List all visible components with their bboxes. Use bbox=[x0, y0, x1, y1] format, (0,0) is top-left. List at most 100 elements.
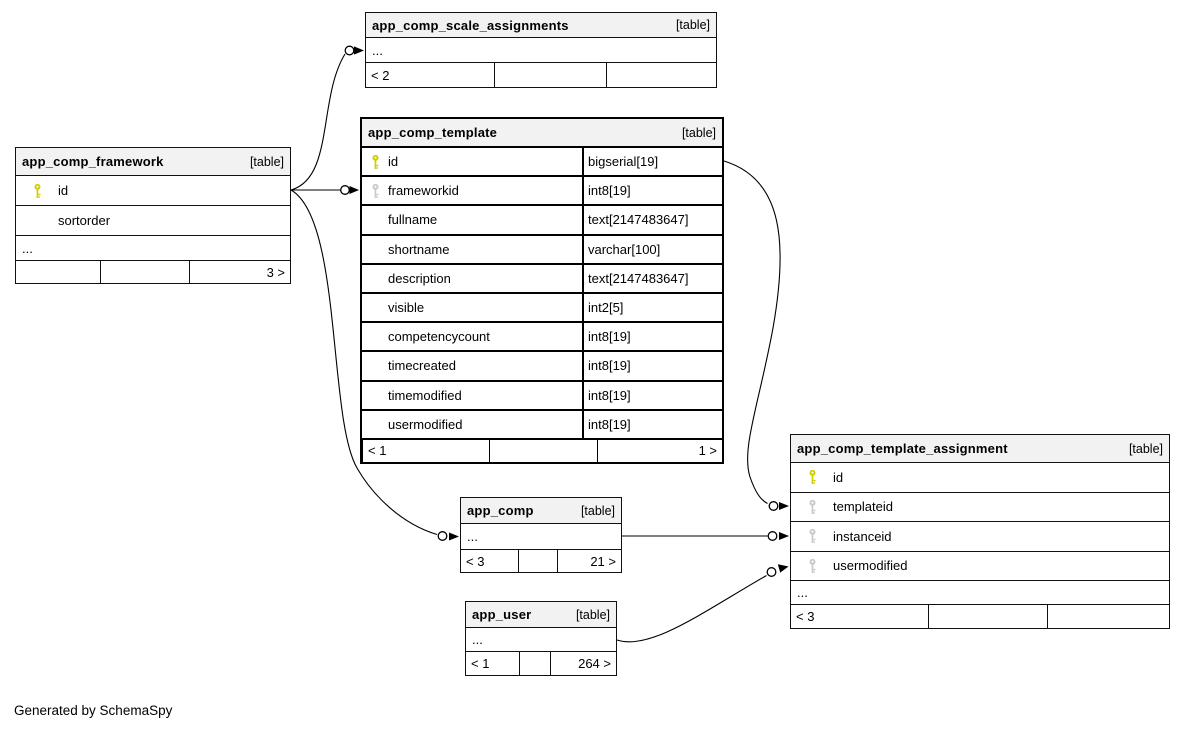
column-row-visible: visible int2[5] bbox=[362, 291, 722, 322]
table-header: app_comp [table] bbox=[461, 498, 621, 523]
foreign-key-icon bbox=[371, 183, 379, 198]
column-row-fullname: fullname text[2147483647] bbox=[362, 204, 722, 234]
column-row-id: id bbox=[16, 175, 290, 205]
footer-mid-cell bbox=[100, 261, 189, 283]
ellipsis-label: ... bbox=[467, 529, 478, 544]
edge-framework-to-template bbox=[291, 185, 359, 195]
footer-mid-cell bbox=[494, 63, 606, 87]
footer-mid-cell bbox=[519, 652, 550, 675]
table-app_comp_framework[interactable]: app_comp_framework [table] id sortorder … bbox=[15, 147, 291, 284]
column-name: id bbox=[833, 469, 844, 485]
column-type: varchar[100] bbox=[582, 235, 722, 263]
table-tag: [table] bbox=[675, 18, 710, 32]
table-footer: < 3 21 > bbox=[461, 549, 621, 572]
column-name: shortname bbox=[388, 241, 450, 257]
column-name: usermodified bbox=[833, 558, 908, 574]
column-row-usermodified: usermodified bbox=[791, 550, 1169, 581]
footer-mid-cell bbox=[928, 605, 1047, 628]
column-name: instanceid bbox=[833, 528, 892, 544]
column-row-id: id bigserial[19] bbox=[362, 146, 722, 176]
column-type: int8[19] bbox=[582, 323, 722, 351]
ellipsis-label: ... bbox=[472, 632, 483, 647]
table-footer: 3 > bbox=[16, 260, 290, 283]
column-type: int8[19] bbox=[582, 352, 722, 380]
table-title: app_comp_framework bbox=[22, 154, 164, 169]
table-header: app_comp_template_assignment [table] bbox=[791, 435, 1169, 462]
column-row-id: id bbox=[791, 462, 1169, 492]
column-name: competencycount bbox=[388, 329, 490, 345]
ellipsis-label: ... bbox=[797, 585, 808, 600]
column-type: int8[19] bbox=[582, 410, 722, 438]
column-type: int2[5] bbox=[582, 293, 722, 322]
foreign-key-icon bbox=[808, 529, 816, 544]
column-row-usermodified: usermodified int8[19] bbox=[362, 408, 722, 438]
table-footer: < 2 bbox=[366, 62, 716, 87]
table-tag: [table] bbox=[249, 154, 284, 169]
column-row-templateid: templateid bbox=[791, 491, 1169, 522]
footer-mid-cell bbox=[518, 550, 557, 572]
column-type: int8[19] bbox=[582, 381, 722, 409]
column-name: id bbox=[58, 183, 69, 198]
hidden-columns-row: ... bbox=[461, 523, 621, 549]
table-footer: < 3 bbox=[791, 604, 1169, 628]
table-app_comp_template[interactable]: app_comp_template [table] id bigserial[1… bbox=[360, 117, 724, 464]
column-name: frameworkid bbox=[388, 183, 459, 199]
edge-template-to-assignment bbox=[723, 160, 789, 511]
column-name: sortorder bbox=[58, 213, 111, 228]
column-row-timecreated: timecreated int8[19] bbox=[362, 350, 722, 380]
footer-parents-count: 264 > bbox=[550, 652, 616, 675]
footer-parents-count: 3 > bbox=[189, 261, 290, 283]
column-row-frameworkid: frameworkid int8[19] bbox=[362, 175, 722, 205]
column-name: timecreated bbox=[388, 358, 456, 374]
column-row-description: description text[2147483647] bbox=[362, 262, 722, 292]
hidden-columns-row: ... bbox=[16, 235, 290, 260]
footer-children-count: < 3 bbox=[466, 553, 485, 569]
hidden-columns-row: ... bbox=[466, 627, 616, 651]
table-app_comp[interactable]: app_comp [table] ... < 3 21 > bbox=[460, 497, 622, 573]
footer-parents-count bbox=[606, 63, 716, 87]
column-type: text[2147483647] bbox=[582, 206, 722, 234]
column-row-shortname: shortname varchar[100] bbox=[362, 233, 722, 263]
primary-key-icon bbox=[808, 470, 816, 485]
table-tag: [table] bbox=[681, 125, 716, 140]
edge-framework-to-scale-assignments bbox=[290, 45, 364, 191]
column-row-timemodified: timemodified int8[19] bbox=[362, 379, 722, 409]
column-name: templateid bbox=[833, 499, 893, 515]
column-type: int8[19] bbox=[582, 177, 722, 205]
ellipsis-label: ... bbox=[22, 240, 33, 256]
table-title: app_comp_template_assignment bbox=[797, 441, 1008, 456]
edge-framework-to-comp bbox=[290, 189, 459, 541]
table-header: app_comp_scale_assignments [table] bbox=[366, 13, 716, 37]
primary-key-icon bbox=[33, 183, 41, 198]
table-title: app_comp_scale_assignments bbox=[372, 17, 569, 33]
column-row-instanceid: instanceid bbox=[791, 521, 1169, 551]
column-name: id bbox=[388, 154, 399, 170]
footer-mid-cell bbox=[489, 439, 597, 462]
table-title: app_user bbox=[472, 607, 532, 622]
table-tag: [table] bbox=[575, 607, 610, 622]
table-app_comp_scale_assignments[interactable]: app_comp_scale_assignments [table] ... <… bbox=[365, 12, 717, 88]
footer-children-count: < 1 bbox=[471, 656, 490, 671]
table-footer: < 1 264 > bbox=[466, 651, 616, 675]
column-type: bigserial[19] bbox=[582, 148, 722, 176]
table-header: app_comp_framework [table] bbox=[16, 148, 290, 175]
edge-user-to-assignment bbox=[616, 564, 789, 643]
footer-parents-count bbox=[1047, 605, 1169, 628]
table-header: app_comp_template [table] bbox=[362, 119, 722, 146]
column-name: timemodified bbox=[388, 387, 462, 403]
column-name: usermodified bbox=[388, 416, 463, 432]
table-title: app_comp_template bbox=[368, 125, 498, 140]
hidden-columns-row: ... bbox=[791, 580, 1169, 604]
hidden-columns-row: ... bbox=[366, 37, 716, 62]
column-row-sortorder: sortorder bbox=[16, 205, 290, 235]
column-row-competencycount: competencycount int8[19] bbox=[362, 321, 722, 351]
table-app_user[interactable]: app_user [table] ... < 1 264 > bbox=[465, 601, 617, 676]
table-footer: < 1 1 > bbox=[362, 437, 722, 462]
table-app_comp_template_assignment[interactable]: app_comp_template_assignment [table] id … bbox=[790, 434, 1170, 629]
footer-parents-count: 21 > bbox=[557, 550, 621, 572]
footer-children-count bbox=[16, 261, 100, 283]
footer-children-count: < 3 bbox=[796, 609, 815, 624]
table-tag: [table] bbox=[580, 503, 615, 518]
table-title: app_comp bbox=[467, 503, 534, 518]
